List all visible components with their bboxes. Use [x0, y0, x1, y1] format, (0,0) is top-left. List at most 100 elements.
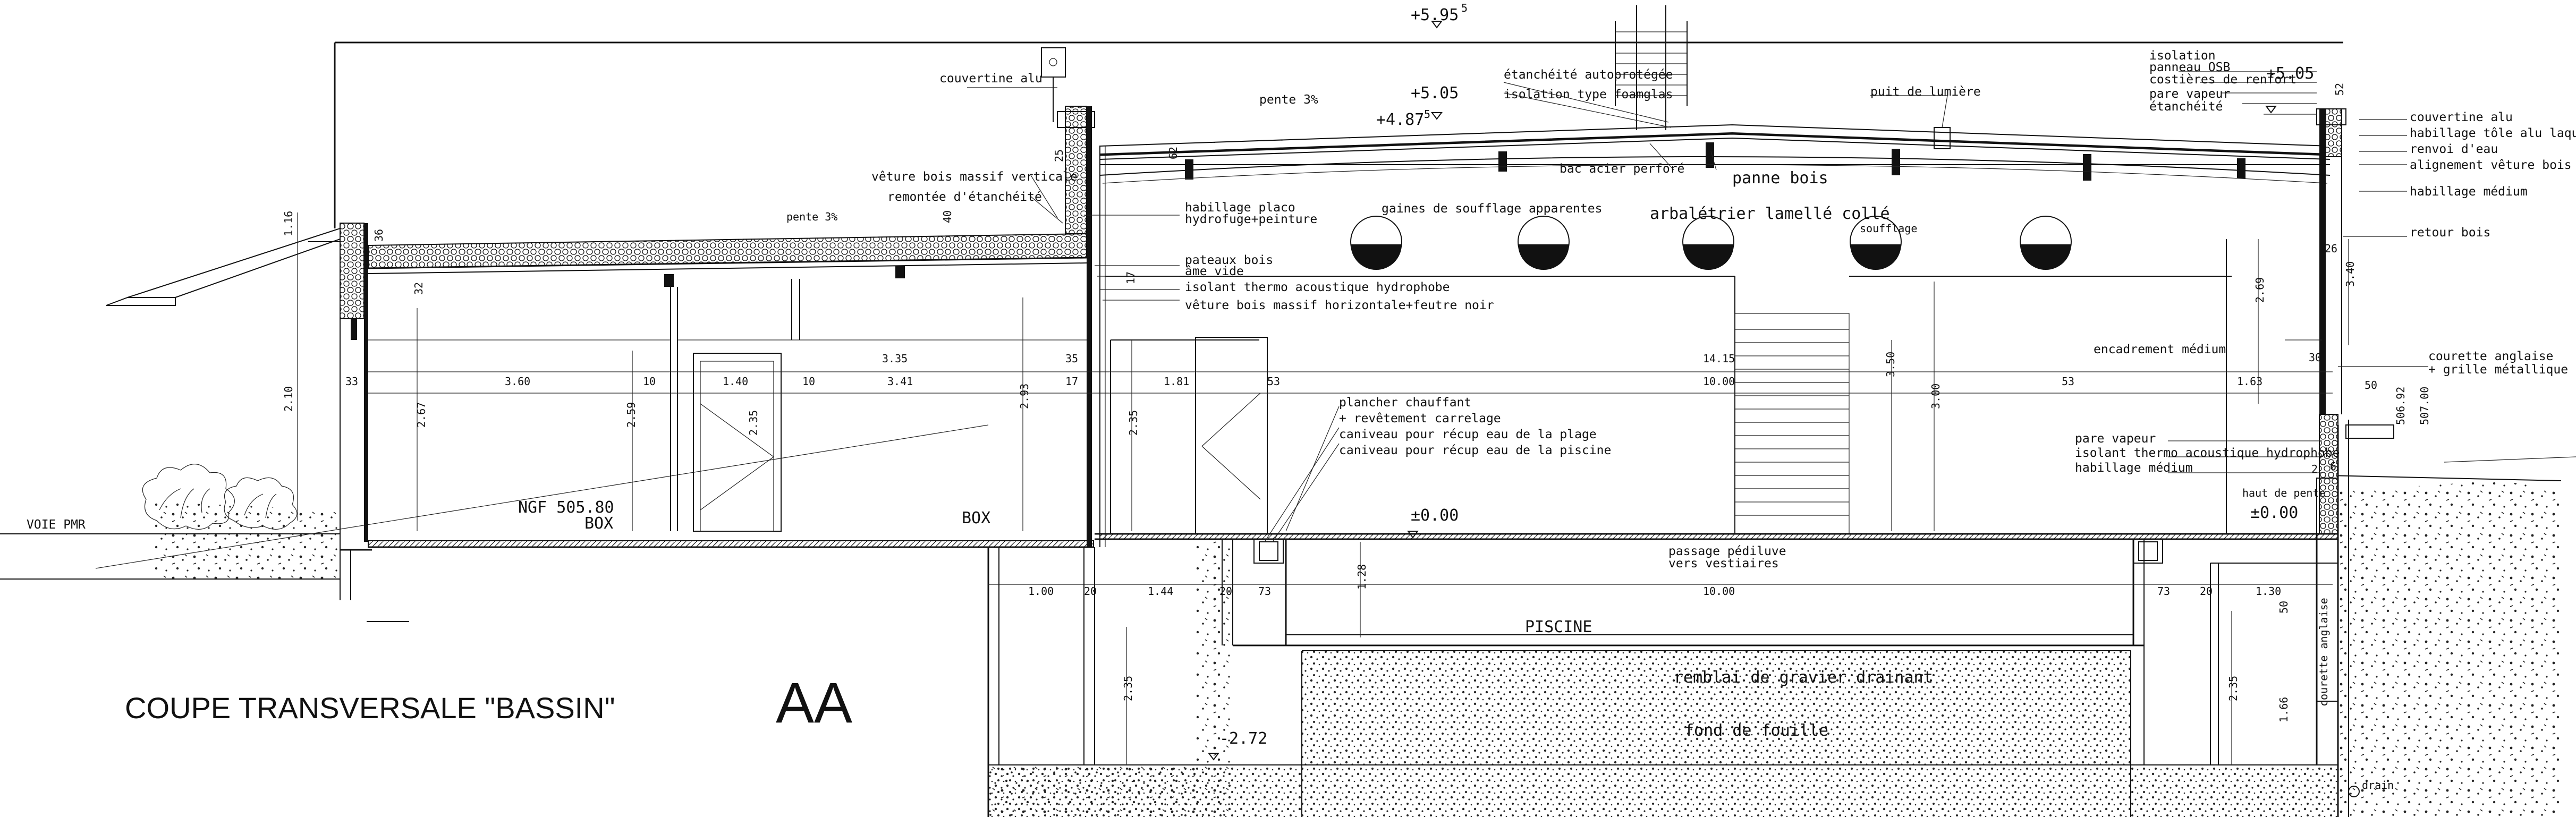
- svg-text:26: 26: [2325, 242, 2337, 255]
- svg-text:2.67: 2.67: [415, 402, 428, 428]
- svg-text:isolant thermo acoustique hydr: isolant thermo acoustique hydrophobe: [1185, 280, 1450, 294]
- level-roof-mid: +4.87: [1376, 110, 1424, 129]
- svg-text:habillage tôle alu laquée: habillage tôle alu laquée: [2410, 126, 2576, 140]
- level-markers: [1208, 21, 2277, 761]
- svg-text:puit de lumière: puit de lumière: [1870, 85, 1981, 99]
- svg-text:2.93: 2.93: [1018, 384, 1031, 409]
- svg-text:habillage médium: habillage médium: [2410, 185, 2528, 199]
- svg-text:3.50: 3.50: [1884, 352, 1897, 377]
- svg-text:40: 40: [941, 210, 954, 223]
- svg-text:pente 3%: pente 3%: [1259, 93, 1318, 107]
- svg-text:10.00: 10.00: [1703, 375, 1735, 388]
- svg-text:2.10: 2.10: [282, 386, 295, 412]
- svg-text:bac acier perforé: bac acier perforé: [1560, 162, 1684, 176]
- svg-text:habillage placo: habillage placo: [1185, 201, 1295, 215]
- shrub-icon: [142, 464, 298, 530]
- duct-circles: [1350, 216, 2072, 270]
- level-ngf: NGF 505.80: [518, 498, 614, 517]
- svg-text:52: 52: [2333, 83, 2346, 96]
- svg-text:507.00: 507.00: [2418, 387, 2431, 425]
- svg-text:haut de pente: haut de pente: [2242, 487, 2326, 499]
- svg-text:+ grille métallique: + grille métallique: [2428, 363, 2568, 377]
- svg-text:vêture bois massif horizontale: vêture bois massif horizontale+feutre no…: [1185, 299, 1494, 312]
- svg-text:renvoi d'eau: renvoi d'eau: [2410, 142, 2498, 156]
- svg-text:1.63: 1.63: [2237, 375, 2263, 388]
- section-mark: AA: [776, 670, 852, 735]
- svg-text:costières de renfort: costières de renfort: [2149, 73, 2297, 87]
- svg-text:habillage médium: habillage médium: [2075, 461, 2193, 475]
- svg-text:14.15: 14.15: [1703, 352, 1735, 365]
- leader-lines: [967, 71, 2428, 542]
- svg-text:isolation: isolation: [2149, 49, 2216, 63]
- svg-text:pente 3%: pente 3%: [786, 210, 837, 223]
- svg-text:courette anglaise: courette anglaise: [2428, 350, 2553, 363]
- drawing-title: COUPE TRANSVERSALE "BASSIN": [125, 691, 615, 725]
- svg-text:32: 32: [412, 282, 425, 295]
- svg-text:2.35: 2.35: [1122, 676, 1134, 701]
- svg-text:3.35: 3.35: [882, 352, 908, 365]
- svg-text:âme vide: âme vide: [1185, 265, 1244, 278]
- svg-text:étanchéité: étanchéité: [2149, 100, 2223, 114]
- svg-text:PISCINE: PISCINE: [1525, 618, 1592, 636]
- svg-text:50: 50: [2365, 379, 2377, 392]
- svg-text:3.00: 3.00: [1929, 384, 1942, 409]
- svg-text:33: 33: [345, 375, 358, 388]
- svg-text:2: 2: [2311, 463, 2318, 475]
- svg-text:1.44: 1.44: [1148, 585, 1173, 598]
- svg-text:3.41: 3.41: [887, 375, 913, 388]
- svg-text:hydrofuge+peinture: hydrofuge+peinture: [1185, 212, 1317, 226]
- svg-text:5: 5: [1461, 2, 1468, 14]
- vent-grille: [1734, 313, 1850, 534]
- svg-text:+ revêtement carrelage: + revêtement carrelage: [1339, 412, 1501, 425]
- level-floor-right: ±0.00: [2250, 504, 2298, 522]
- svg-text:BOX: BOX: [584, 514, 613, 533]
- svg-text:alignement vêture bois: alignement vêture bois: [2410, 158, 2572, 172]
- svg-text:caniveau pour récup eau de la: caniveau pour récup eau de la piscine: [1339, 444, 1611, 457]
- svg-text:17: 17: [1124, 271, 1137, 284]
- svg-text:5: 5: [1424, 108, 1430, 121]
- pool-basement: [987, 424, 2394, 817]
- svg-text:étanchéité autoprotégée: étanchéité autoprotégée: [1504, 68, 1673, 82]
- svg-text:isolant thermo acoustique hydr: isolant thermo acoustique hydrophobe: [2075, 446, 2340, 460]
- level-roof-main: +5.05: [1411, 84, 1459, 103]
- svg-text:gaines de soufflage apparentes: gaines de soufflage apparentes: [1382, 202, 1602, 216]
- svg-text:retour bois: retour bois: [2410, 226, 2490, 240]
- svg-text:35: 35: [1065, 352, 1078, 365]
- right-detail-labels: isolation panneau OSB costières de renfo…: [2075, 49, 2576, 792]
- dimension-lines: [297, 212, 2349, 765]
- room-labels: VOIE PMR BOX BOX PISCINE passage pédiluv…: [27, 93, 1933, 740]
- svg-text:1.00: 1.00: [1028, 585, 1054, 598]
- svg-text:encadrement médium: encadrement médium: [2094, 343, 2226, 356]
- svg-text:vers vestiaires: vers vestiaires: [1668, 557, 1779, 571]
- svg-text:fond de fouille: fond de fouille: [1684, 721, 1828, 740]
- svg-text:couvertine alu: couvertine alu: [2410, 110, 2513, 124]
- svg-text:36: 36: [372, 229, 385, 242]
- svg-text:pare vapeur: pare vapeur: [2149, 87, 2230, 101]
- svg-text:BOX: BOX: [962, 509, 990, 527]
- construction-labels: couvertine alu vêture bois massif vertic…: [871, 68, 1981, 457]
- svg-text:6: 6: [2330, 460, 2336, 473]
- svg-text:20: 20: [1219, 585, 1232, 598]
- level-labels: +5.95 5 +5.05 +4.87 5 +5.05 ±0.00 ±0.00 …: [518, 2, 2314, 748]
- svg-text:pateaux bois: pateaux bois: [1185, 253, 1273, 267]
- svg-text:arbalétrier lamellé collé: arbalétrier lamellé collé: [1650, 205, 1890, 223]
- svg-text:panne bois: panne bois: [1732, 169, 1828, 188]
- svg-text:2.35: 2.35: [1127, 410, 1140, 436]
- svg-text:17: 17: [1065, 375, 1078, 388]
- svg-text:2.69: 2.69: [2253, 277, 2266, 303]
- svg-text:506.92: 506.92: [2394, 387, 2407, 425]
- svg-text:vêture bois massif verticale: vêture bois massif verticale: [871, 170, 1078, 184]
- dimension-labels: 1.16 2.10 33 3.60 10 1.40 10 3.41 3.35 3…: [282, 83, 2431, 722]
- svg-text:1.16: 1.16: [282, 211, 295, 236]
- level-top: +5.95: [1411, 6, 1459, 24]
- level-floor: ±0.00: [1411, 506, 1459, 525]
- svg-text:2.35: 2.35: [747, 410, 760, 436]
- svg-text:1.40: 1.40: [723, 375, 748, 388]
- svg-text:73: 73: [1258, 585, 1271, 598]
- svg-text:remblai de gravier drainant: remblai de gravier drainant: [1674, 668, 1933, 687]
- svg-text:drain: drain: [2362, 779, 2394, 792]
- svg-text:20: 20: [2200, 585, 2213, 598]
- svg-text:remontée d'étanchéité: remontée d'étanchéité: [887, 190, 1042, 204]
- svg-text:3.60: 3.60: [505, 375, 530, 388]
